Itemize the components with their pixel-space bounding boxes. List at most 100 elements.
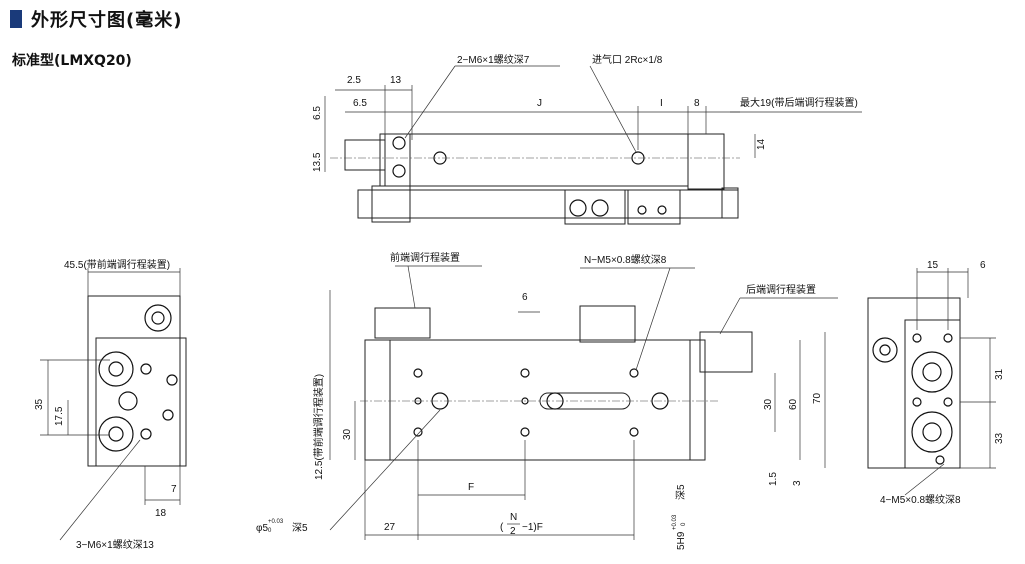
front-note-phi-up: +0.03	[268, 519, 284, 525]
front-note-phi-depth: 深5	[292, 522, 308, 534]
right-thread-3	[912, 397, 922, 407]
top-view: 2−M6×1螺纹深7 进气口 2Rc×1/8 最大19(带后端调行程装置) 2.…	[312, 53, 862, 225]
top-dim-8: 8	[694, 98, 700, 109]
left-thread-1	[140, 363, 152, 375]
left-view: 45.5(带前端调行程装置) 35 17.5 7 18 3−M6×1螺纹深13	[34, 258, 187, 551]
top-port-block-a	[564, 189, 626, 225]
header-marker	[10, 10, 22, 28]
right-inner	[904, 319, 961, 469]
front-top-block	[579, 305, 636, 343]
top-dim-j: J	[537, 98, 542, 109]
top-port-block-b	[627, 189, 681, 225]
front-hole-3	[629, 368, 639, 378]
left-thread-3	[140, 428, 152, 440]
left-adjuster-core	[151, 311, 165, 325]
top-port-4	[657, 205, 667, 215]
front-dim-f-text: F	[468, 482, 474, 493]
top-dim-13-5: 13.5	[312, 152, 323, 172]
left-note-bottom: 3−M6×1螺纹深13	[76, 538, 154, 551]
front-note-thread: N−M5×0.8螺纹深8	[584, 253, 667, 266]
top-left-block	[344, 139, 386, 171]
front-adjuster-right	[699, 331, 753, 373]
front-table	[389, 339, 691, 461]
front-note-5h9-depth: 深5	[675, 484, 687, 500]
right-bore-2-core	[922, 422, 942, 442]
front-view: 前端调行程装置 后端调行程装置 N−M5×0.8螺纹深8 12.5(带前端调行程…	[256, 251, 838, 550]
right-thread-4	[943, 397, 953, 407]
right-dim-31-text: 31	[994, 368, 1005, 380]
front-dim-70-text: 70	[812, 392, 823, 404]
front-dim-1-5: 1.5	[768, 472, 779, 486]
left-center-hole	[118, 391, 138, 411]
left-bore-2-core	[108, 426, 124, 442]
front-note-5h9-low: 0	[681, 522, 687, 526]
front-hole-7	[520, 427, 530, 437]
left-dim-35-text: 35	[34, 398, 45, 410]
front-note-front-adj: 前端调行程装置	[390, 251, 460, 264]
top-port-3	[637, 205, 647, 215]
top-hole-1	[392, 136, 406, 150]
front-dim-30a-text: 30	[342, 428, 353, 440]
front-leader-front	[407, 265, 416, 309]
front-hole-8	[629, 427, 639, 437]
top-dim-2-5: 2.5	[347, 75, 361, 86]
top-rail-end	[371, 185, 411, 223]
front-dim-nf-open: (	[500, 522, 504, 533]
front-dim-3: 3	[792, 480, 803, 486]
right-dim-33-text: 33	[994, 432, 1005, 444]
top-port-2	[591, 199, 609, 217]
left-leader-thread	[59, 439, 141, 541]
front-dim-nf-close: −1)F	[522, 522, 543, 533]
front-dim-60-text: 60	[788, 398, 799, 410]
top-rail-nut	[721, 187, 739, 219]
right-thread-2	[943, 333, 953, 343]
front-dim-nf-n: N	[510, 512, 517, 523]
left-note-top: 45.5(带前端调行程装置)	[64, 258, 170, 271]
top-leader-thread	[404, 65, 456, 139]
top-dim-6-5: 6.5	[353, 98, 367, 109]
top-dim-14-text: 14	[756, 138, 767, 150]
left-thread-2	[166, 374, 178, 386]
front-note-phi: φ5	[256, 523, 268, 534]
right-dim-15-text: 15	[927, 260, 939, 271]
left-dim-18-text: 18	[155, 508, 167, 519]
front-note-side: 12.5(带前端调行程装置)	[312, 374, 325, 480]
top-note-max: 最大19(带后端调行程装置)	[740, 96, 858, 109]
front-dim-6-text: 6	[522, 292, 528, 303]
right-note-thread: 4−M5×0.8螺纹深8	[880, 493, 961, 506]
left-dim-17-5-text: 17.5	[54, 406, 65, 426]
front-note-phi-low: 0	[268, 528, 272, 534]
page-title: 外形尺寸图(毫米)	[31, 10, 183, 31]
front-leader-rear	[719, 297, 741, 335]
front-hole-1	[413, 368, 423, 378]
front-adjuster-left	[374, 307, 431, 339]
page-subtitle: 标准型(LMXQ20)	[12, 53, 132, 69]
right-adjuster-core	[879, 344, 891, 356]
top-note-port: 进气口 2Rc×1/8	[592, 53, 663, 66]
left-thread-4	[162, 409, 174, 421]
top-hole-2	[392, 164, 406, 178]
right-leader-thread	[904, 463, 945, 496]
top-port-1	[569, 199, 587, 217]
top-right-block	[687, 133, 725, 190]
front-dim-27-text: 27	[384, 522, 396, 533]
front-dim-nf-2: 2	[510, 526, 516, 537]
right-dim-6-text: 6	[980, 260, 986, 271]
top-dim-13: 13	[390, 75, 402, 86]
top-dim-i: I	[660, 98, 663, 109]
left-inner	[95, 337, 187, 467]
left-bore-1-core	[108, 361, 124, 377]
left-dim-7: 7	[171, 484, 177, 495]
front-hole-2	[520, 368, 530, 378]
front-note-5h9: 5H9	[676, 531, 687, 550]
front-hole-6	[413, 427, 423, 437]
right-thread-5	[935, 455, 945, 465]
right-view: 15 6 31 33 4−M5×0.8螺纹深8	[867, 260, 1005, 506]
right-thread-1	[912, 333, 922, 343]
front-leader-thread	[635, 267, 671, 371]
top-leader-port	[589, 65, 637, 153]
front-note-5h9-up: +0.03	[672, 514, 678, 530]
header: 外形尺寸图(毫米)	[10, 6, 182, 32]
top-dim-6-5-vert: 6.5	[312, 106, 323, 120]
